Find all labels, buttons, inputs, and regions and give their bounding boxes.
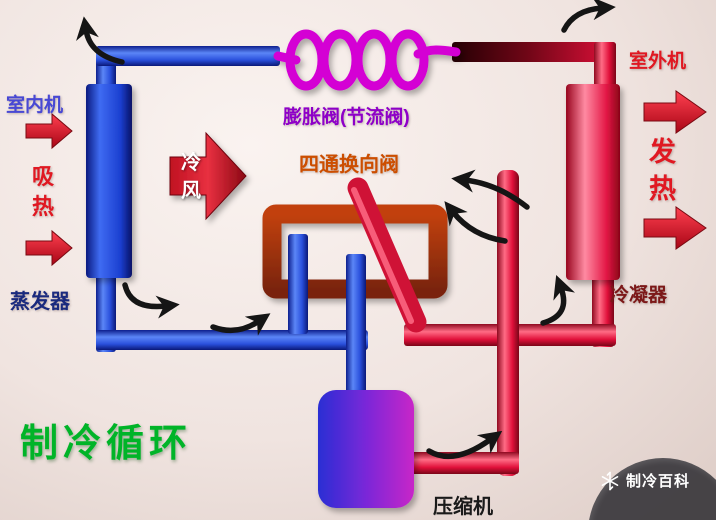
flow-arrow-top-left [76,16,125,65]
pipe-hot-valve-diagonal [347,177,427,333]
flow-direction-arrows [76,0,616,460]
pipe-cold-valve-riser [288,234,308,334]
label-indoor-unit: 室内机 [6,95,64,116]
heat-in-arrow-bottom [25,229,73,267]
heat-out-arrow-top [643,90,707,134]
flow-arrow-to-valve-lower [444,201,508,244]
flow-arrow-compressor-out [426,430,503,460]
pipe-cold-top-horizontal [96,46,280,66]
snowflake-icon [601,471,619,490]
label-expansion-valve: 膨胀阀(节流阀) [283,107,410,128]
pipe-hot-valve-diagonal-sheen [351,187,414,324]
watermark-content: 制冷百科 [600,470,690,491]
compressor-body [318,390,414,508]
pipe-hot-top-feed [452,42,616,62]
heat-out-arrow-bottom [643,206,707,250]
flow-arrow-bottom-pipe [210,313,271,336]
label-evaporator: 蒸发器 [10,291,70,313]
evaporator-body [86,84,132,278]
label-compressor: 压缩机 [433,496,493,518]
flow-arrow-evaporator-out [122,282,180,319]
pipe-cold-bottom-horizontal [96,330,368,350]
page-title: 制冷循环 [20,423,193,465]
expansion-valve-coil [273,29,461,91]
label-release-heat: 发 热 [649,137,676,205]
label-condenser: 冷凝器 [610,285,668,306]
label-four-way-valve: 四通换向阀 [299,154,399,176]
pipe-cold-compressor-suction [346,254,366,394]
cold-air-arrow [169,131,247,221]
label-absorb-heat: 吸 热 [32,164,55,220]
pipe-hot-main-vertical [497,170,519,476]
flow-arrow-top-right [561,0,616,33]
heat-in-arrow-top [25,112,73,150]
condenser-body [566,84,620,280]
label-outdoor-unit: 室外机 [629,51,687,72]
flow-arrow-condenser-in [540,275,576,326]
flow-arrow-to-valve-upper [451,169,530,210]
pipe-hot-condenser-inlet [594,42,616,92]
watermark-text: 制冷百科 [626,473,691,490]
label-cold-air: 冷 风 [181,152,201,202]
pipe-hot-compressor-discharge [406,452,519,474]
